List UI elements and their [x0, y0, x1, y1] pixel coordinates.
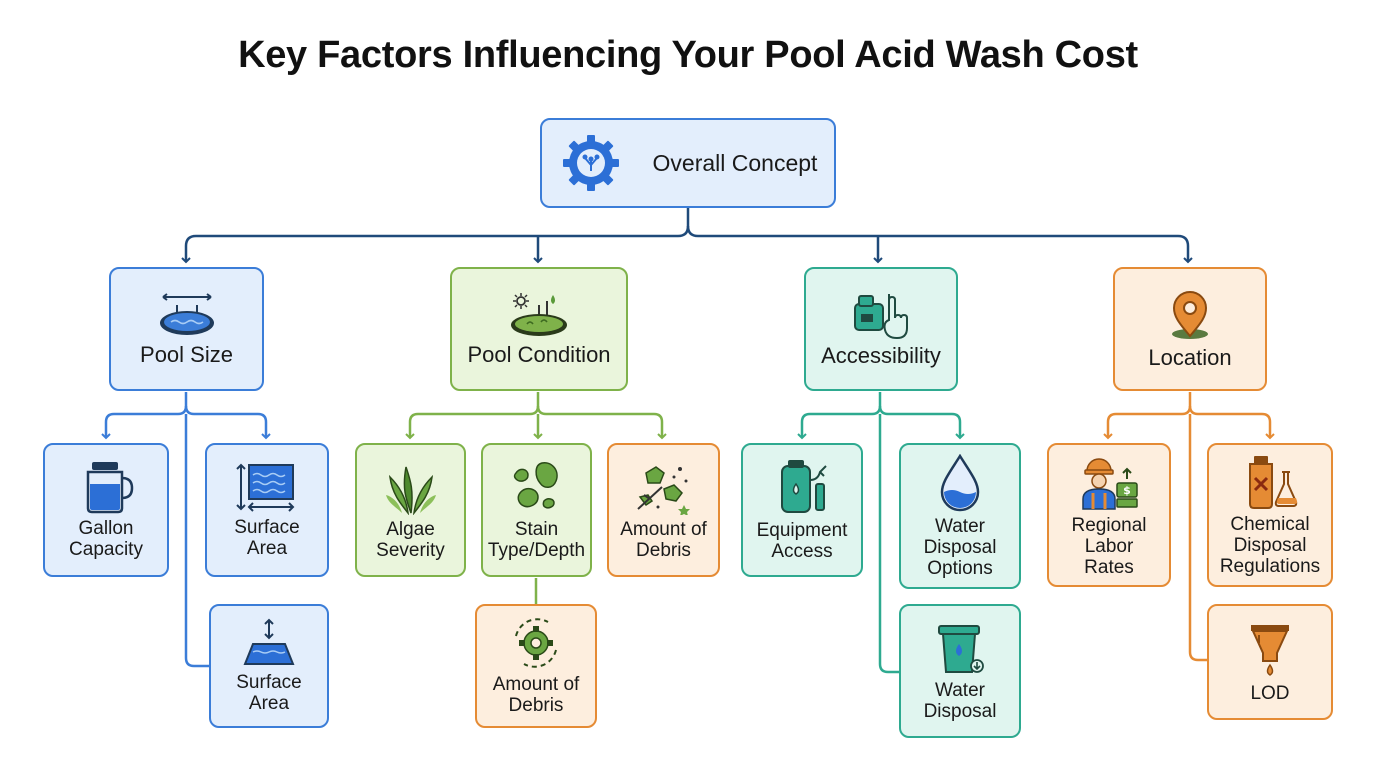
factor-label: Water Disposal: [923, 680, 997, 722]
factor-label: Amount of Debris: [492, 674, 580, 716]
gear-cycle-icon: [515, 618, 557, 668]
funnel-icon: [1251, 624, 1289, 676]
category-label: Pool Size: [140, 342, 233, 367]
category-location[interactable]: Location: [1113, 267, 1267, 391]
category-accessibility[interactable]: Accessibility: [804, 267, 958, 391]
factor-label: Stain Type/Depth: [487, 519, 586, 561]
factor-label: Algae Severity: [376, 519, 445, 561]
location-connectors: [1103, 392, 1275, 662]
pool-condition-connectors: [405, 392, 667, 604]
factor-label: Surface Area: [234, 517, 300, 559]
factor-algae-severity[interactable]: Algae Severity: [355, 443, 466, 577]
factor-equipment-access[interactable]: Equipment Access: [741, 443, 863, 577]
category-label: Pool Condition: [467, 342, 611, 367]
chemical-icon: [1249, 455, 1298, 509]
factor-label: Chemical Disposal Regulations: [1219, 513, 1321, 577]
category-pool-size[interactable]: Pool Size: [109, 267, 264, 391]
svg-text:$: $: [1123, 484, 1131, 497]
pool-size-connectors: [101, 392, 271, 668]
worker-icon: $: [1082, 457, 1138, 510]
tank-icon: [781, 460, 827, 513]
factor-regional-labor-rates[interactable]: $ Regional Labor Rates: [1047, 443, 1171, 587]
factor-label: LOD: [1250, 682, 1290, 704]
factor-amount-of-debris-2[interactable]: Amount of Debris: [475, 604, 597, 728]
factor-gallon-capacity[interactable]: Gallon Capacity: [43, 443, 169, 577]
factor-label: Regional Labor Rates: [1071, 514, 1147, 578]
water-drop-icon: [940, 453, 980, 511]
algae-pool-icon: [511, 293, 567, 336]
factor-water-disposal-options[interactable]: Water Disposal Options: [899, 443, 1021, 589]
factor-water-disposal[interactable]: Water Disposal: [899, 604, 1021, 738]
algae-icon: [385, 466, 436, 515]
factor-label: Gallon Capacity: [69, 518, 143, 560]
factor-lod[interactable]: LOD: [1207, 604, 1333, 720]
factor-stain-type[interactable]: Stain Type/Depth: [481, 443, 592, 577]
jar-icon: [86, 462, 134, 514]
pool-depth-icon: [243, 618, 295, 665]
pool-icon: [159, 293, 214, 335]
equipment-hand-icon: [854, 294, 908, 340]
root-label: Overall Concept: [652, 149, 818, 176]
map-pin-icon: [1172, 291, 1208, 339]
factor-label: Water Disposal Options: [923, 515, 997, 579]
diagram-title: Key Factors Influencing Your Pool Acid W…: [238, 34, 1138, 76]
accessibility-connectors: [797, 392, 965, 674]
root-connectors: [181, 208, 1193, 264]
category-pool-condition[interactable]: Pool Condition: [450, 267, 628, 391]
stain-icon: [513, 462, 558, 509]
factor-surface-area[interactable]: Surface Area: [205, 443, 329, 577]
factor-chemical-disposal-regulations[interactable]: Chemical Disposal Regulations: [1207, 443, 1333, 587]
water-surface-icon: [236, 463, 295, 512]
gear-network-icon: [562, 135, 619, 191]
root-node[interactable]: Overall Concept: [540, 118, 836, 208]
category-label: Accessibility: [821, 343, 941, 368]
bin-icon: [938, 625, 984, 673]
factor-label: Amount of Debris: [620, 519, 707, 561]
factor-surface-area-depth[interactable]: Surface Area: [209, 604, 329, 728]
factor-label: Surface Area: [236, 672, 302, 714]
category-label: Location: [1148, 345, 1232, 370]
factor-label: Equipment Access: [756, 520, 848, 562]
factor-amount-of-debris[interactable]: Amount of Debris: [607, 443, 720, 577]
debris-icon: [636, 466, 690, 515]
